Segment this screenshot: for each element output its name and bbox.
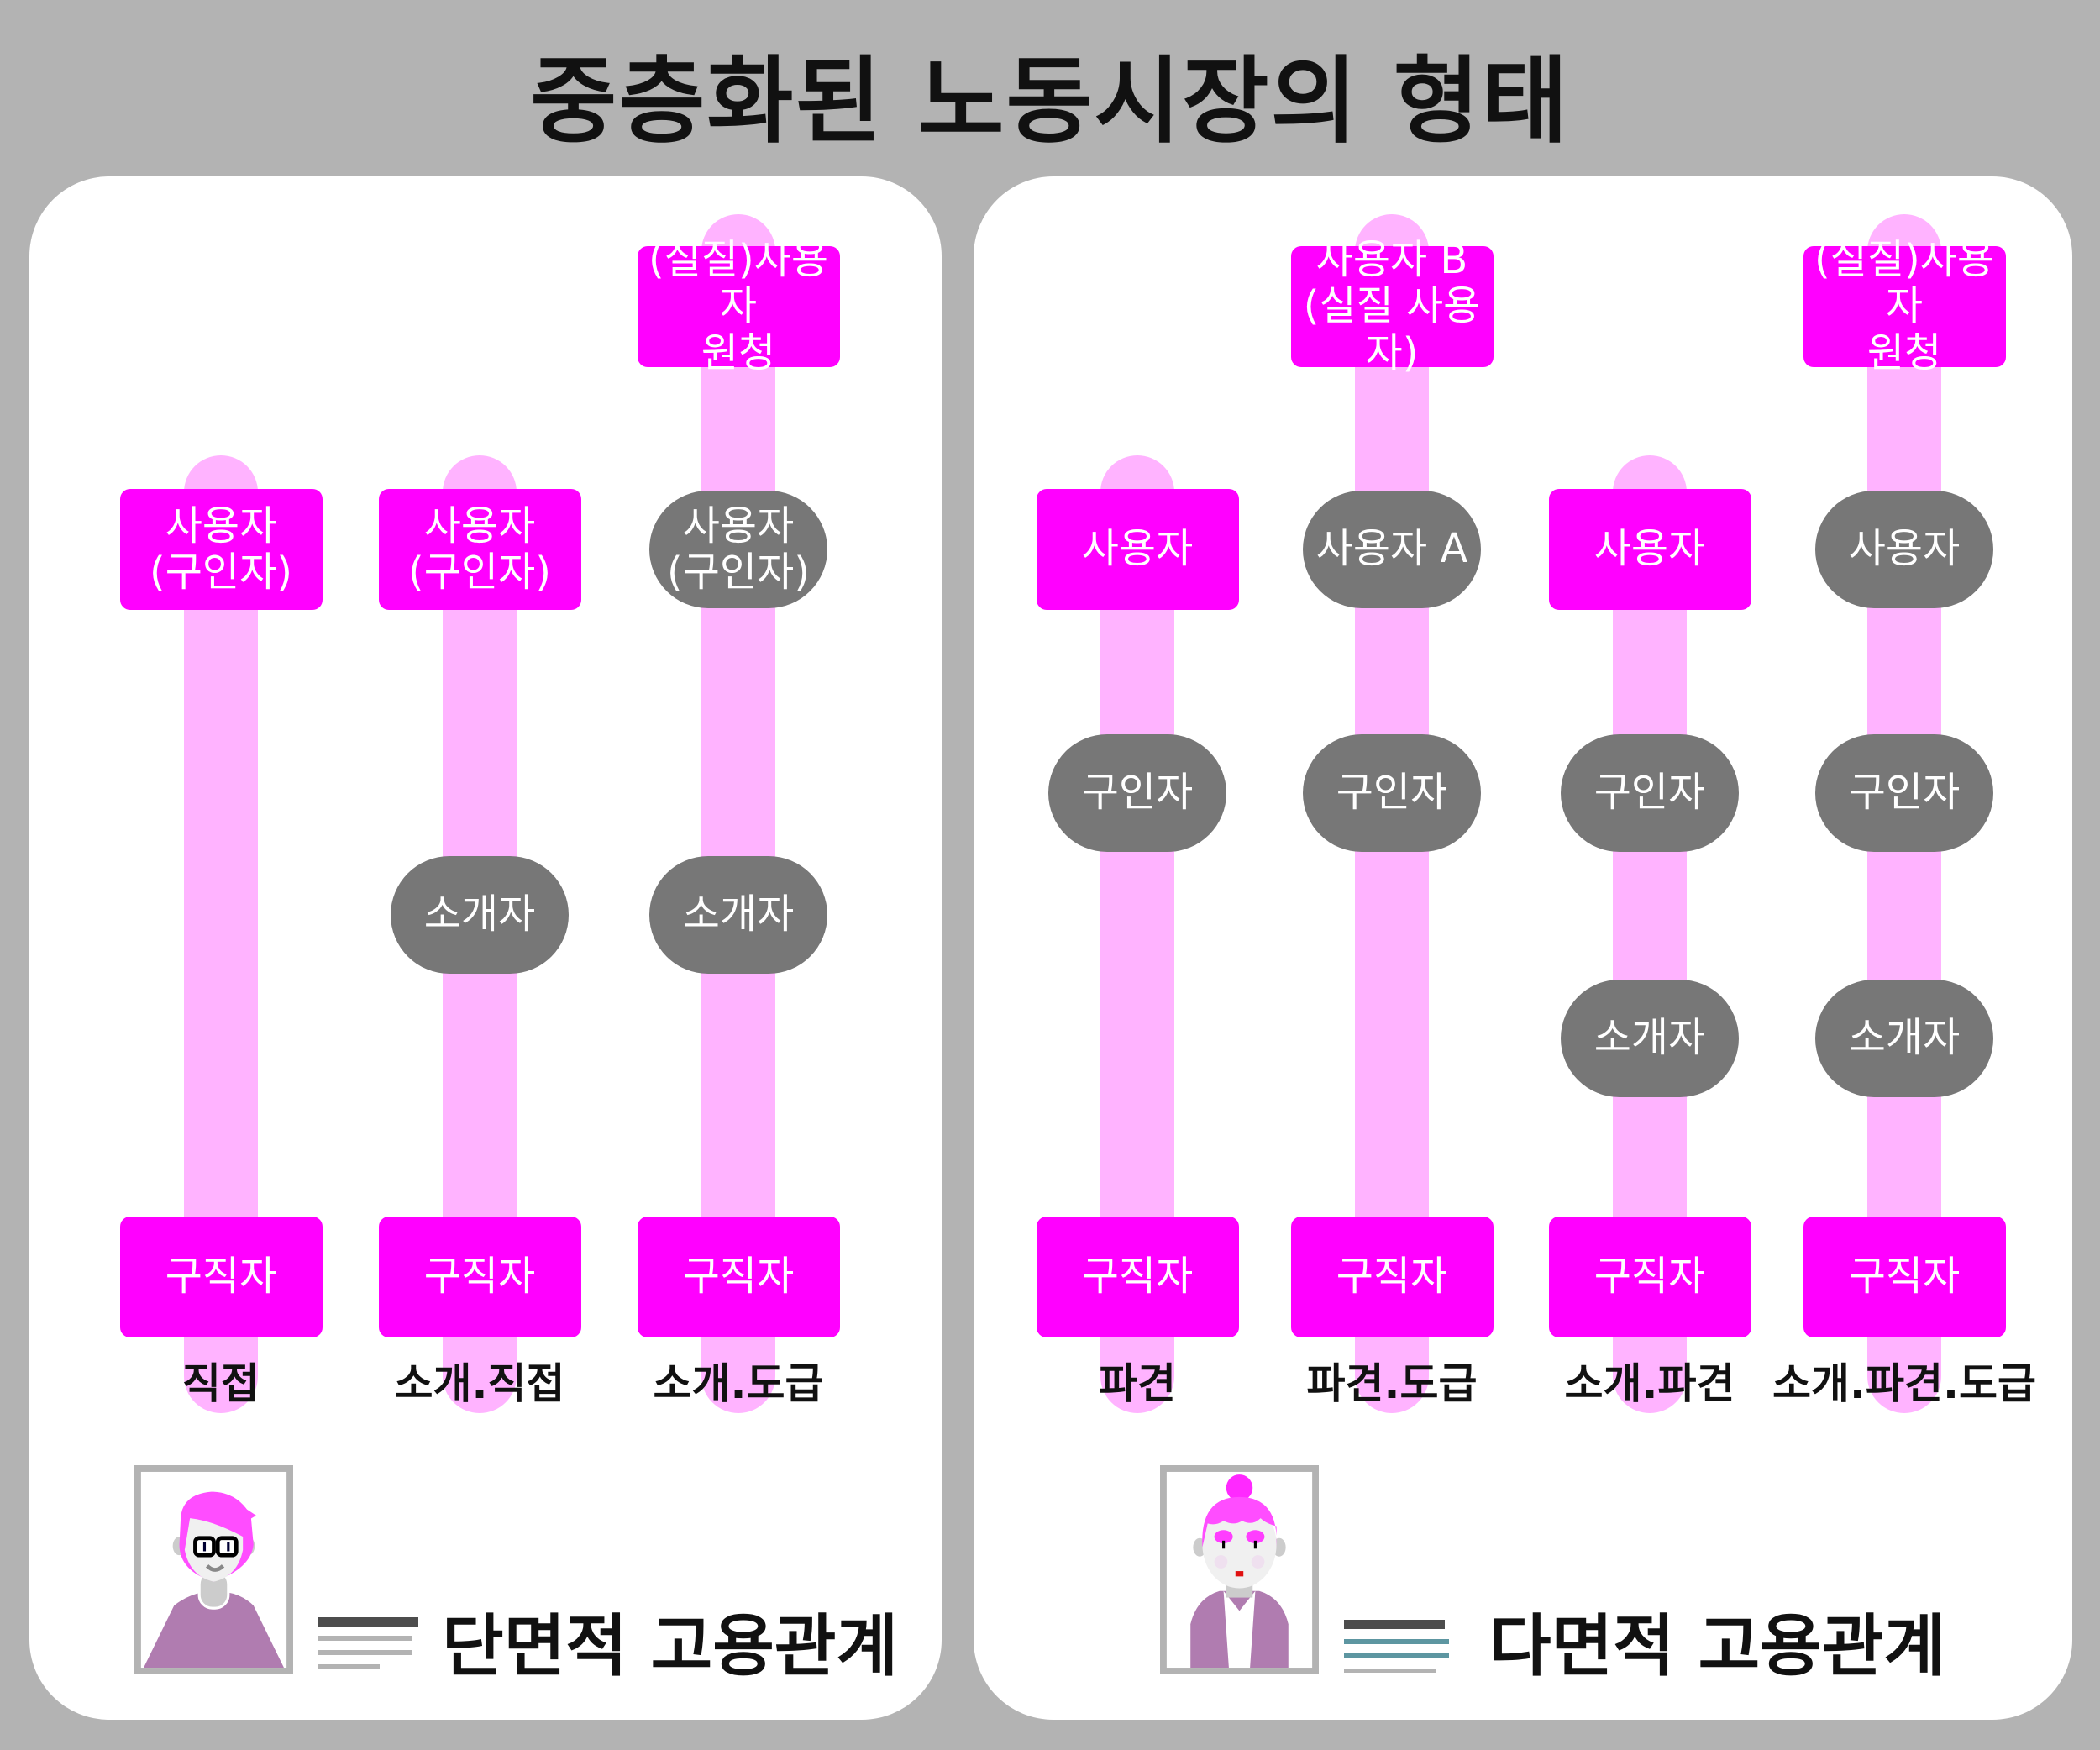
text-lines-icon (1344, 1620, 1449, 1673)
party-box: (실질)사용자 원청 (637, 237, 840, 376)
party-box: 구직자 (1548, 1217, 1751, 1337)
party-box: (실질)사용자 원청 (1803, 237, 2006, 376)
employment-type-label: 소개.파견.도급 (1772, 1359, 2036, 1408)
party-pill: 소개자 (649, 856, 827, 974)
party-box: 사용자 (구인자) (119, 489, 323, 610)
party-pill: 구인자 (1815, 734, 1993, 852)
connection-bar (701, 214, 775, 1413)
party-pill: 사용자 (1815, 491, 1993, 608)
party-pill: 구인자 (1561, 734, 1739, 852)
employment-type-label: 소개.파견 (1564, 1359, 1735, 1408)
party-pill: 소개자 (391, 856, 569, 974)
party-box: 구직자 (119, 1217, 323, 1337)
party-pill: 소개자 (1815, 980, 1993, 1097)
party-box: 구직자 (378, 1217, 581, 1337)
party-box: 구직자 (637, 1217, 840, 1337)
party-box: 구직자 (1036, 1217, 1239, 1337)
party-pill: 사용자 A (1303, 491, 1481, 608)
employment-type-label: 소개.도급 (653, 1359, 824, 1408)
employment-type-label: 소개.직접 (394, 1359, 565, 1408)
employment-type-label: 파견 (1099, 1359, 1176, 1408)
party-box: 구직자 (1803, 1217, 2006, 1337)
woman-portrait-icon (1160, 1465, 1319, 1674)
employment-type-label: 파견.도급 (1306, 1359, 1478, 1408)
party-pill: 사용자 (구인자) (649, 491, 827, 608)
man-portrait-icon (134, 1465, 293, 1674)
party-pill: 구인자 (1303, 734, 1481, 852)
party-box: 구직자 (1290, 1217, 1494, 1337)
party-box: 사용자 (구인자) (378, 489, 581, 610)
party-box: 사용자 (1548, 489, 1751, 610)
employment-type-label: 직접 (182, 1359, 260, 1408)
multi-employment-caption: 다면적 고용관계 (1489, 1607, 1946, 1685)
page-title: 중층화된 노동시장의 형태 (530, 47, 1570, 156)
single-employment-caption: 단면적 고용관계 (442, 1607, 899, 1685)
party-box: 사용자 (1036, 489, 1239, 610)
party-pill: 소개자 (1561, 980, 1739, 1097)
party-pill: 구인자 (1048, 734, 1226, 852)
text-lines-icon (318, 1617, 418, 1669)
party-box: 사용자 B (실질 사용자) (1290, 237, 1494, 376)
